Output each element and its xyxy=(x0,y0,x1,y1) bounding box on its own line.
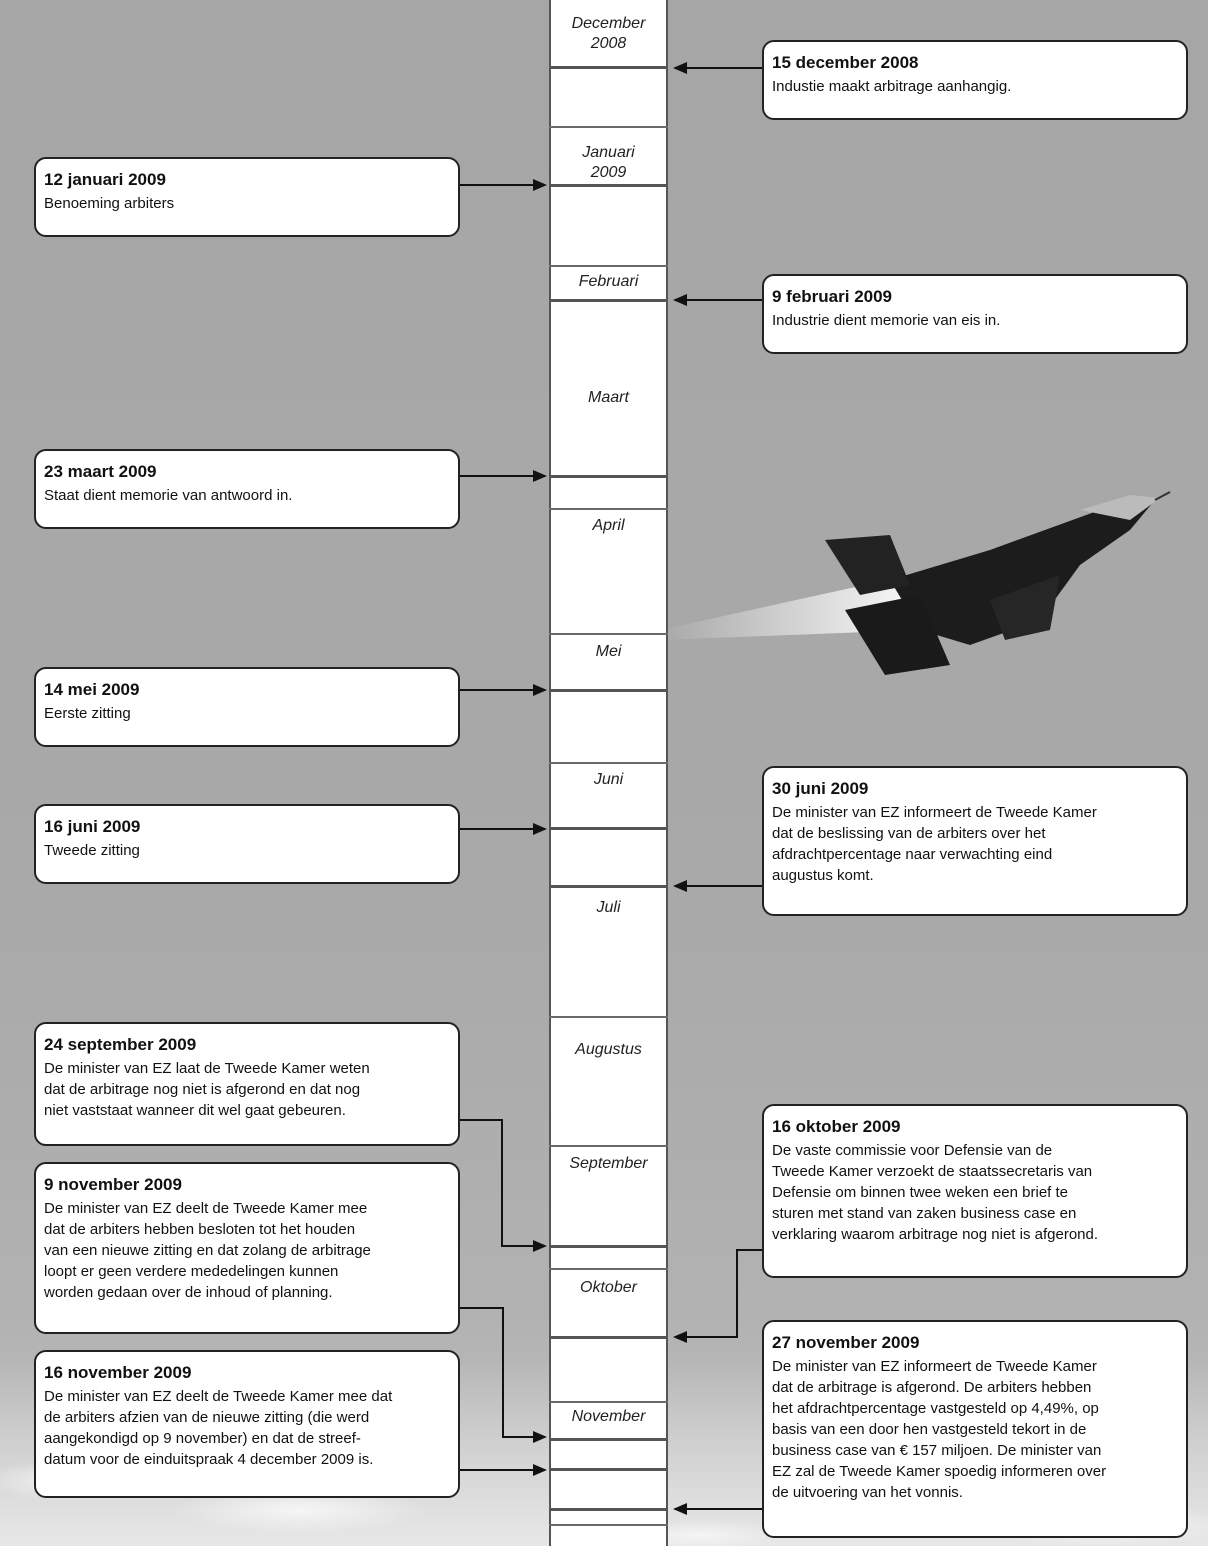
timeline-divider xyxy=(549,689,668,692)
event-date: 16 oktober 2009 xyxy=(772,1117,901,1136)
month-label-sep: September xyxy=(569,1155,648,1172)
connector-e9 xyxy=(675,1249,762,1338)
arrowhead-e1 xyxy=(673,62,687,74)
event-date: 12 januari 2009 xyxy=(44,170,166,189)
timeline-divider xyxy=(549,1336,668,1339)
arrowhead-e3 xyxy=(673,294,687,306)
month-label-mar: Maart xyxy=(588,389,629,406)
timeline-divider xyxy=(549,184,668,187)
timeline-divider xyxy=(549,885,668,888)
event-text: Staat dient memorie van antwoord in. xyxy=(44,487,293,504)
timeline-divider xyxy=(549,1268,668,1270)
timeline-divider xyxy=(549,633,668,635)
event-card-e9: 16 oktober 2009 De vaste commissie voor D… xyxy=(762,1104,1188,1278)
timeline-divider xyxy=(549,1245,668,1248)
event-date: 9 november 2009 xyxy=(44,1175,182,1194)
event-card-e11: 27 november 2009 De minister van EZ infor… xyxy=(762,1320,1188,1538)
event-text: De minister van EZ deelt de Tweede Kamer… xyxy=(44,1200,371,1301)
month-label-aug: Augustus xyxy=(575,1041,642,1058)
event-date: 15 december 2008 xyxy=(772,53,919,72)
event-text: De minister van EZ informeert de Tweede … xyxy=(772,804,1097,884)
timeline-divider xyxy=(549,1401,668,1403)
arrowhead-e6 xyxy=(673,880,687,892)
timeline-divider xyxy=(549,762,668,764)
timeline-bar xyxy=(549,0,668,1546)
event-date: 23 maart 2009 xyxy=(44,462,157,481)
month-label-dec: December 2008 xyxy=(571,15,646,52)
timeline-divider xyxy=(549,827,668,830)
event-text: Tweede zitting xyxy=(44,842,140,859)
event-text: Eerste zitting xyxy=(44,705,131,722)
timeline-divider xyxy=(549,126,668,128)
arrowhead-e9 xyxy=(673,1331,687,1343)
month-label-jun: Juni xyxy=(593,771,624,788)
month-label-mei: Mei xyxy=(595,643,622,660)
month-label-feb: Februari xyxy=(578,273,639,290)
arrowhead-e5 xyxy=(533,684,547,696)
timeline-divider xyxy=(549,299,668,302)
timeline-divider xyxy=(549,1438,668,1441)
timeline-divider xyxy=(549,66,668,69)
connector-e8 xyxy=(460,1119,545,1247)
arrowhead-e7 xyxy=(533,823,547,835)
event-text: De vaste commissie voor Defensie van de … xyxy=(772,1142,1099,1243)
event-text: Industrie dient memorie van eis in. xyxy=(772,312,1001,329)
month-label-apr: April xyxy=(592,517,625,534)
arrowhead-e2 xyxy=(533,179,547,191)
arrowhead-e8 xyxy=(533,1240,547,1252)
timeline-divider xyxy=(549,1016,668,1018)
timeline-divider xyxy=(549,475,668,478)
event-card-e12: 16 november 2009 De minister van EZ deelt… xyxy=(34,1350,460,1498)
event-date: 9 februari 2009 xyxy=(772,287,893,306)
event-date: 16 juni 2009 xyxy=(44,817,141,836)
month-label-okt: Oktober xyxy=(580,1279,637,1296)
event-date: 24 september 2009 xyxy=(44,1035,197,1054)
event-text: Benoeming arbiters xyxy=(44,195,175,212)
timeline-divider xyxy=(549,1508,668,1511)
timeline-divider xyxy=(549,265,668,267)
event-card-e8: 24 september 2009 De minister van EZ laat… xyxy=(34,1022,460,1146)
timeline-divider xyxy=(549,1468,668,1471)
event-date: 27 november 2009 xyxy=(772,1333,920,1352)
arrowhead-e4 xyxy=(533,470,547,482)
month-label-jan: Januari 2009 xyxy=(582,144,635,181)
event-text: De minister van EZ informeert de Tweede … xyxy=(772,1358,1107,1501)
timeline-divider xyxy=(549,1524,668,1526)
event-date: 14 mei 2009 xyxy=(44,680,140,699)
jet-icon xyxy=(660,491,1171,675)
month-label-jul: Juli xyxy=(596,899,621,916)
event-date: 30 juni 2009 xyxy=(772,779,869,798)
timeline-divider xyxy=(549,1145,668,1147)
event-text: Industie maakt arbitrage aanhangig. xyxy=(772,78,1012,95)
event-card-e10: 9 november 2009 De minister van EZ deelt … xyxy=(34,1162,460,1334)
event-text: De minister van EZ laat de Tweede Kamer … xyxy=(44,1060,370,1119)
month-label-nov: November xyxy=(571,1408,646,1425)
event-text: De minister van EZ deelt de Tweede Kamer… xyxy=(44,1388,393,1468)
event-card-e6: 30 juni 2009 De minister van EZ informeer… xyxy=(762,766,1188,916)
timeline-divider xyxy=(549,508,668,510)
event-date: 16 november 2009 xyxy=(44,1363,192,1382)
